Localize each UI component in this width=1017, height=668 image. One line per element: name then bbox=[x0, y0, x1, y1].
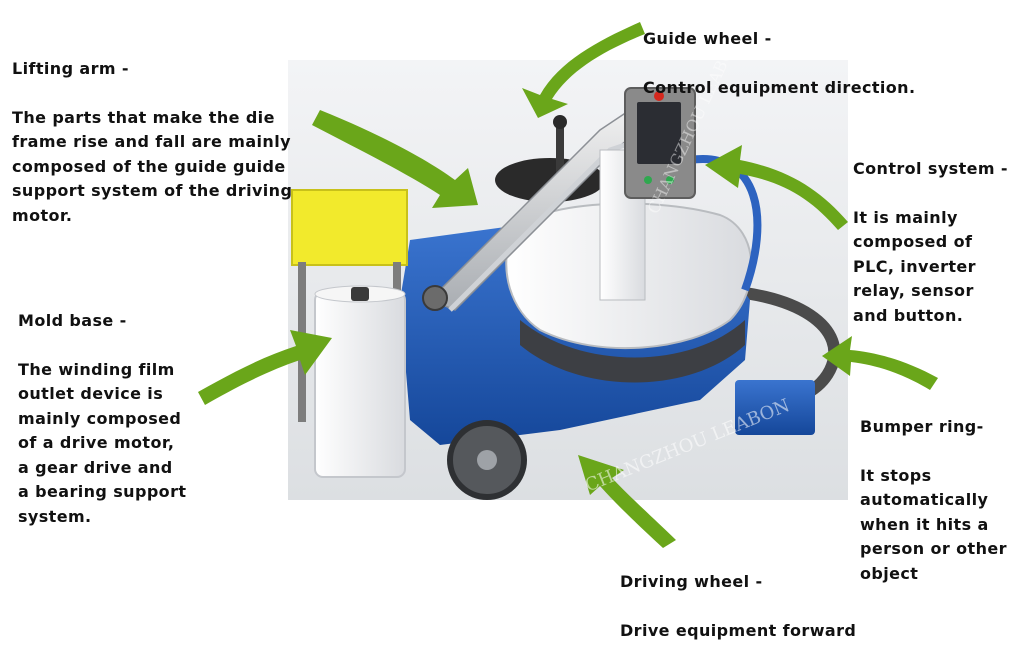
label-bumper-ring-title: Bumper ring- bbox=[860, 416, 984, 436]
guide-wheel-post bbox=[556, 120, 564, 175]
arrow-control-system bbox=[705, 145, 848, 230]
label-guide-wheel: Guide wheel - Control equipment directio… bbox=[643, 2, 915, 125]
label-guide-wheel-title: Guide wheel - bbox=[643, 28, 772, 48]
film-core bbox=[351, 287, 369, 301]
callout-arrows bbox=[198, 22, 938, 548]
arrow-mold-base bbox=[198, 330, 332, 405]
arrow-bumper-ring bbox=[822, 336, 938, 390]
label-lifting-arm-title: Lifting arm - bbox=[12, 58, 129, 78]
label-driving-wheel-desc: Drive equipment forward bbox=[620, 620, 857, 640]
guide-wheel-knob bbox=[553, 115, 567, 129]
side-box bbox=[735, 380, 815, 435]
label-bumper-ring: Bumper ring- It stops automatically when… bbox=[860, 390, 1007, 611]
label-bumper-ring-desc: It stops automatically when it hits a pe… bbox=[860, 465, 1007, 583]
panel-button-right bbox=[666, 176, 674, 184]
panel-button-left bbox=[644, 176, 652, 184]
driving-wheel-hub bbox=[477, 450, 497, 470]
label-lifting-arm-desc: The parts that make the die frame rise a… bbox=[12, 107, 293, 225]
label-guide-wheel-desc: Control equipment direction. bbox=[643, 77, 916, 97]
label-mold-base-desc: The winding film outlet device is mainly… bbox=[18, 359, 187, 526]
label-control-system-desc: It is mainly composed of PLC, inverter r… bbox=[853, 207, 976, 325]
label-control-system: Control system - It is mainly composed o… bbox=[853, 132, 1008, 353]
turntable-band bbox=[520, 320, 745, 383]
control-screen bbox=[637, 102, 681, 164]
mold-frame bbox=[291, 189, 408, 266]
arrow-lifting-arm bbox=[312, 110, 478, 208]
label-control-system-title: Control system - bbox=[853, 158, 1008, 178]
label-lifting-arm: Lifting arm - The parts that make the di… bbox=[12, 32, 292, 253]
arrow-driving-wheel bbox=[578, 455, 676, 548]
label-mold-base: Mold base - The winding film outlet devi… bbox=[18, 284, 186, 554]
machine-diagram: CHANGZHOU LEABON CHANGZHOU LEABON bbox=[198, 22, 938, 548]
arrow-guide-wheel bbox=[522, 22, 645, 118]
arm-gear bbox=[422, 285, 448, 311]
label-driving-wheel-title: Driving wheel - bbox=[620, 571, 763, 591]
label-driving-wheel: Driving wheel - Drive equipment forward bbox=[620, 545, 856, 668]
label-mold-base-title: Mold base - bbox=[18, 310, 127, 330]
emergency-button bbox=[654, 91, 664, 101]
cable-loop bbox=[689, 155, 762, 292]
film-roll bbox=[314, 291, 406, 478]
